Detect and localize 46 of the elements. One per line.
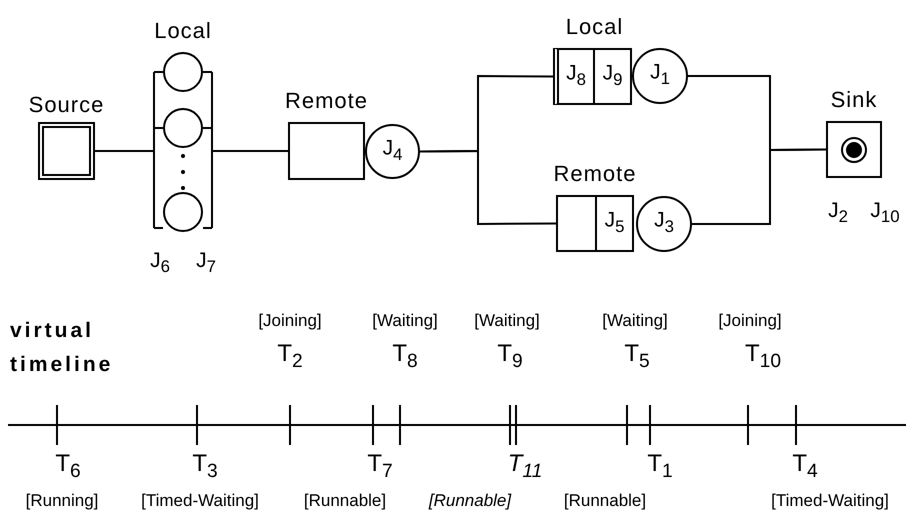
thread-label: T$_{7}$ [367,452,393,481]
thread-state: [Waiting] [372,312,438,329]
thread-label: T$_{11}$ [508,452,542,481]
job-label: J$_{2}$ [828,200,848,226]
thread-label: T$_{9}$ [497,342,523,371]
thread-label: T$_{2}$ [277,342,303,371]
server-circle [163,192,203,232]
thread-label: T$_{6}$ [55,452,81,481]
station-label: Source [28,94,104,116]
job-label: J$_{3}$ [654,210,674,236]
job-label: J$_{5}$ [604,209,624,236]
thread-state: [Waiting] [602,312,668,329]
thread-state: [Runnable] [564,492,646,509]
connector-line [213,150,288,152]
job-label: J$_{4}$ [382,137,402,164]
station-label: Sink [830,89,878,111]
job-label: J$_{8}$ [566,62,586,88]
station-label: Local [154,20,212,42]
thread-label: T$_{10}$ [745,342,781,371]
thread-state: [Running] [26,492,98,509]
station-label: Remote [553,163,637,185]
server-circle [163,108,203,148]
connector-line [95,150,153,152]
thread-state: [Runnable] [428,492,512,509]
thread-label: T$_{1}$ [647,452,673,481]
thread-state: [Joining] [258,312,322,329]
thread-state: [Waiting] [474,312,540,329]
job-label: J$_{6}$ [150,250,170,276]
job-label: J$_{9}$ [602,62,622,88]
job-label: J$_{10}$ [870,200,900,226]
timeline-title: virtual timeline [10,318,114,378]
job-label: J$_{1}$ [650,62,670,88]
thread-state: [Joining] [718,312,782,329]
job-label: J$_{7}$ [196,250,216,276]
thread-label: T$_{5}$ [624,342,650,371]
thread-label: T$_{4}$ [792,452,818,481]
connector-line [420,150,556,225]
station-label: Local [566,16,624,38]
thread-state: [Runnable] [304,492,386,509]
server-circle [163,52,203,92]
thread-state: [Timed-Waiting] [771,492,889,509]
thread-label: T$_{8}$ [392,342,418,371]
thread-state: [Timed-Waiting] [141,492,259,509]
station-label: Remote [284,90,368,112]
connector-line [692,148,826,225]
thread-label: T$_{3}$ [192,452,218,481]
